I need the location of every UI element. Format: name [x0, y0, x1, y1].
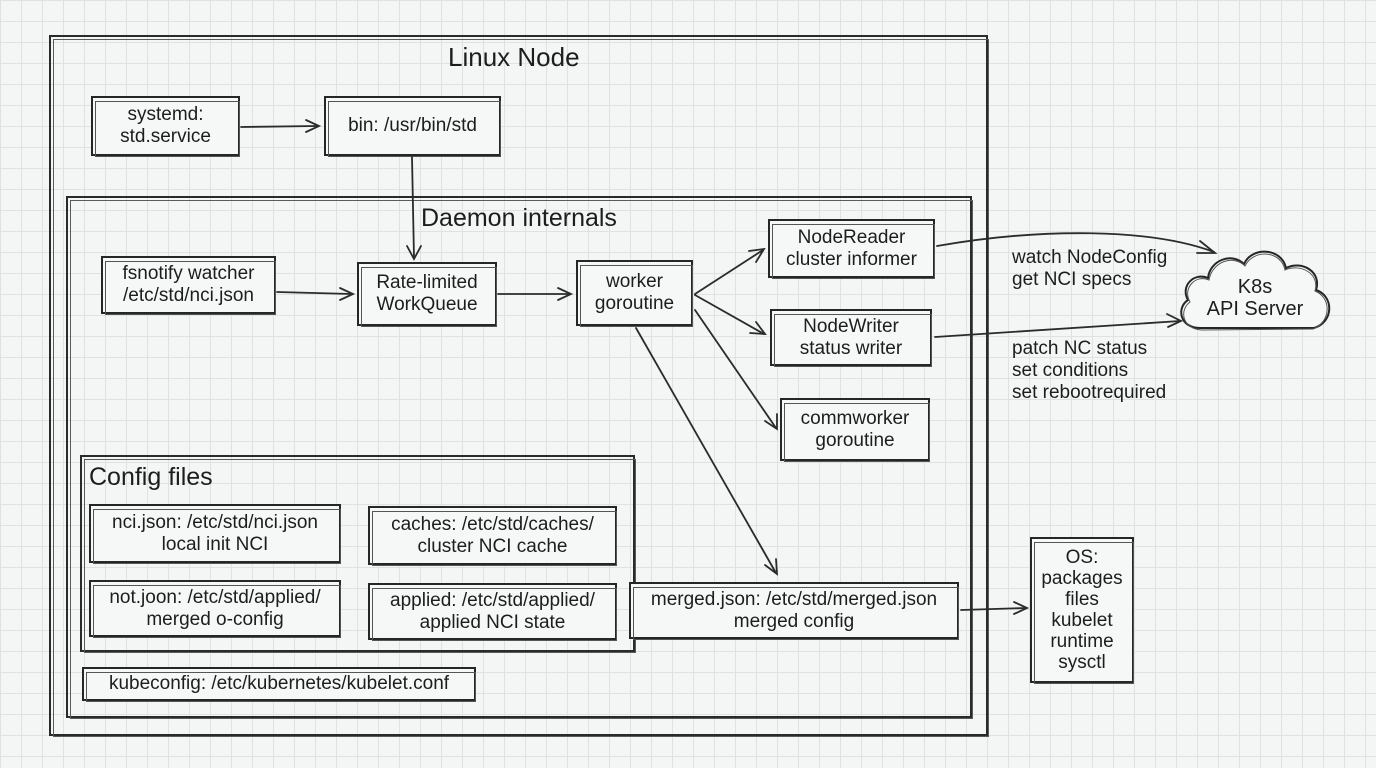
- notjoon-box[interactable]: not.joon: /etc/std/applied/ merged o-con…: [89, 580, 341, 638]
- os-sysctl: sysctl: [1058, 652, 1106, 673]
- workqueue-line1: Rate-limited: [376, 272, 478, 293]
- os-box[interactable]: OS: packages files kubelet runtime sysct…: [1030, 537, 1134, 684]
- commworker-box[interactable]: commworker goroutine: [780, 398, 930, 462]
- os-runtime: runtime: [1050, 631, 1114, 652]
- patch-note-line3: set rebootrequired: [1012, 382, 1167, 403]
- applied-box[interactable]: applied: /etc/std/applied/ applied NCI s…: [368, 583, 617, 641]
- notjoon-desc: merged o-config: [146, 608, 284, 630]
- kubeconfig-box[interactable]: kubeconfig: /etc/kubernetes/kubelet.conf: [82, 667, 476, 702]
- arrowhead-merged-to-os: [1013, 601, 1030, 615]
- os-files: files: [1065, 589, 1099, 610]
- nci-json-path: nci.json: /etc/std/nci.json: [112, 511, 318, 533]
- workqueue-line2: WorkQueue: [376, 294, 478, 315]
- patch-note-line1: patch NC status: [1012, 338, 1148, 359]
- watch-annotation: watch NodeConfig get NCI specs: [1012, 247, 1167, 291]
- node-writer-line2: status writer: [799, 337, 903, 359]
- caches-desc: cluster NCI cache: [417, 535, 568, 557]
- patch-annotation: patch NC status set conditions set reboo…: [1012, 338, 1166, 404]
- binary-label: bin: /usr/bin/std: [348, 115, 477, 136]
- nci-json-box[interactable]: nci.json: /etc/std/nci.json local init N…: [89, 504, 341, 564]
- watch-note-line2: get NCI specs: [1012, 269, 1132, 290]
- applied-desc: applied NCI state: [419, 611, 566, 633]
- node-writer-box[interactable]: NodeWriter status writer: [770, 309, 932, 367]
- applied-path: applied: /etc/std/applied/: [390, 589, 595, 611]
- caches-box[interactable]: caches: /etc/std/caches/ cluster NCI cac…: [368, 506, 617, 566]
- k8s-api-server-label: K8s API Server: [1172, 276, 1338, 320]
- node-reader-line2: cluster informer: [786, 248, 917, 270]
- patch-note-line2: set conditions: [1012, 360, 1129, 381]
- systemd-service-name: std.service: [120, 126, 211, 147]
- commworker-line1: commworker: [800, 407, 910, 429]
- cloud-icon[interactable]: [1172, 238, 1338, 338]
- notjoon-path: not.joon: /etc/std/applied/: [109, 586, 321, 608]
- node-reader-box[interactable]: NodeReader cluster informer: [768, 219, 935, 279]
- workqueue-box[interactable]: Rate-limited WorkQueue: [357, 262, 497, 327]
- watch-note-line1: watch NodeConfig: [1012, 247, 1168, 268]
- os-packages: packages: [1041, 568, 1123, 589]
- worker-goroutine-box[interactable]: worker goroutine: [576, 260, 693, 327]
- daemon-internals-title: Daemon internals: [421, 204, 617, 232]
- binary-box[interactable]: bin: /usr/bin/std: [324, 96, 501, 157]
- commworker-line2: goroutine: [815, 429, 895, 451]
- fsnotify-watcher-box[interactable]: fsnotify watcher /etc/std/nci.json: [101, 256, 276, 315]
- node-reader-line1: NodeReader: [797, 226, 906, 248]
- worker-line2: goroutine: [594, 293, 675, 314]
- systemd-label: systemd:: [127, 104, 204, 125]
- kubeconfig-label: kubeconfig: /etc/kubernetes/kubelet.conf: [108, 673, 450, 694]
- caches-path: caches: /etc/std/caches/: [391, 513, 594, 535]
- worker-line1: worker: [605, 271, 663, 292]
- merged-json-path: merged.json: /etc/std/merged.json: [650, 588, 938, 610]
- merged-json-desc: merged config: [733, 610, 855, 632]
- os-title: OS:: [1065, 547, 1099, 568]
- os-kubelet: kubelet: [1051, 610, 1113, 631]
- k8s-line1: K8s: [1237, 276, 1273, 298]
- fsnotify-path: /etc/std/nci.json: [123, 285, 254, 306]
- node-writer-line1: NodeWriter: [803, 315, 899, 337]
- merged-json-box[interactable]: merged.json: /etc/std/merged.json merged…: [629, 582, 959, 640]
- fsnotify-label: fsnotify watcher: [122, 263, 255, 284]
- nci-json-desc: local init NCI: [161, 533, 269, 555]
- systemd-service-box[interactable]: systemd: std.service: [91, 96, 240, 157]
- k8s-line2: API Server: [1206, 298, 1304, 320]
- linux-node-title: Linux Node: [448, 42, 580, 72]
- config-files-title: Config files: [89, 463, 213, 491]
